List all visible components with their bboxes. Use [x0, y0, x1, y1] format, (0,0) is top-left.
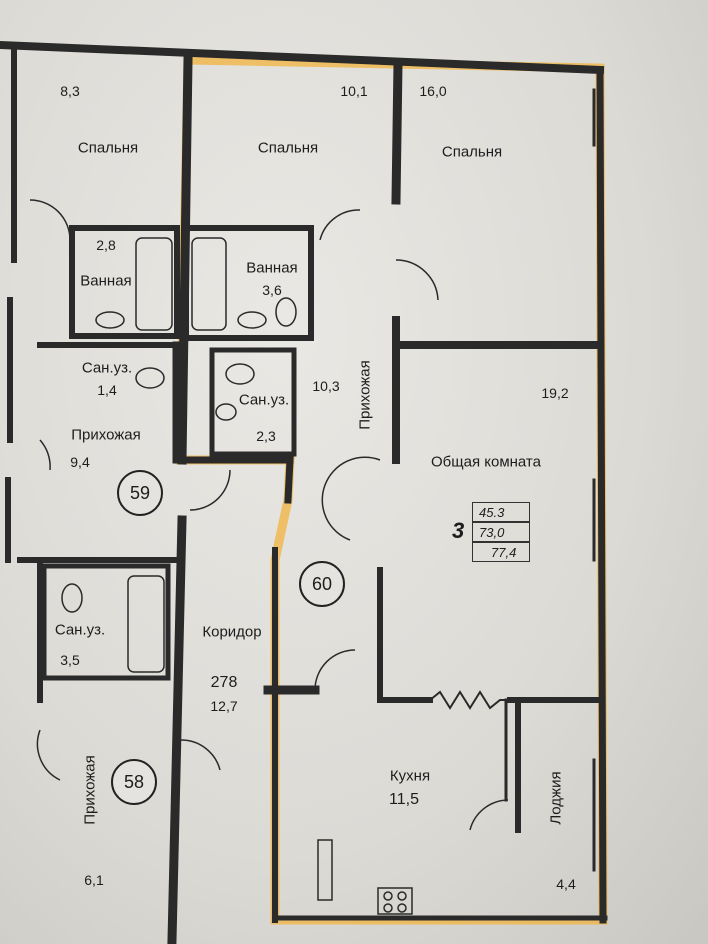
corridor-number: 278: [210, 674, 238, 691]
bath-mid-area: 3,6: [262, 282, 282, 298]
door-swings: [29, 199, 509, 831]
living-area-value: 45.3: [472, 502, 530, 522]
bath-left-area: 2,8: [96, 237, 116, 253]
room-count: 3: [452, 518, 465, 543]
hall-mid-area: 10,3: [312, 378, 340, 394]
hall-left-name: Прихожая: [71, 426, 141, 444]
wc-left-name: Сан.уз.: [81, 359, 133, 377]
total-area-value: 73,0: [472, 522, 530, 542]
apartment-info-box: 3 45.3 73,0 77,4: [452, 500, 534, 566]
hall-mid-name: Прихожая: [356, 360, 374, 430]
hall-lower-name: Прихожая: [81, 755, 99, 825]
corridor-area: 12,7: [210, 698, 238, 714]
bedroom-right-area: 16,0: [419, 83, 447, 99]
bedroom-mid-area: 10,1: [340, 83, 368, 99]
bedroom-left-area: 8,3: [60, 83, 80, 99]
wc-mid-name: Сан.уз.: [238, 391, 290, 409]
wc-lower-name: Сан.уз.: [54, 621, 106, 639]
wc-lower-area: 3,5: [60, 652, 80, 668]
wc-mid-area: 2,3: [256, 428, 276, 444]
hall-left-area: 9,4: [70, 454, 90, 470]
bath-mid-name: Ванная: [246, 259, 298, 277]
kitchen-name: Кухня: [389, 767, 431, 785]
bath-left-name: Ванная: [80, 272, 132, 290]
apartment-60-marker: 60: [299, 561, 345, 607]
total-with-loggia-value: 77,4: [472, 542, 530, 562]
loggia-name: Лоджия: [547, 771, 565, 825]
bedroom-mid-name: Спальня: [257, 139, 319, 157]
bedroom-left-name: Спальня: [77, 139, 139, 157]
loggia-area: 4,4: [556, 876, 576, 892]
bedroom-right-name: Спальня: [441, 143, 503, 161]
walls: [0, 40, 608, 944]
wc-left-area: 1,4: [97, 382, 117, 398]
fixtures: [61, 237, 413, 915]
living-area: 19,2: [541, 385, 569, 401]
kitchen-area: 11,5: [389, 791, 419, 808]
hall-lower-area: 6,1: [84, 872, 104, 888]
living-name: Общая комната: [431, 453, 541, 471]
apartment-58-marker: 58: [111, 759, 157, 805]
apartment-59-marker: 59: [117, 470, 163, 516]
corridor-name: Коридор: [202, 623, 262, 641]
